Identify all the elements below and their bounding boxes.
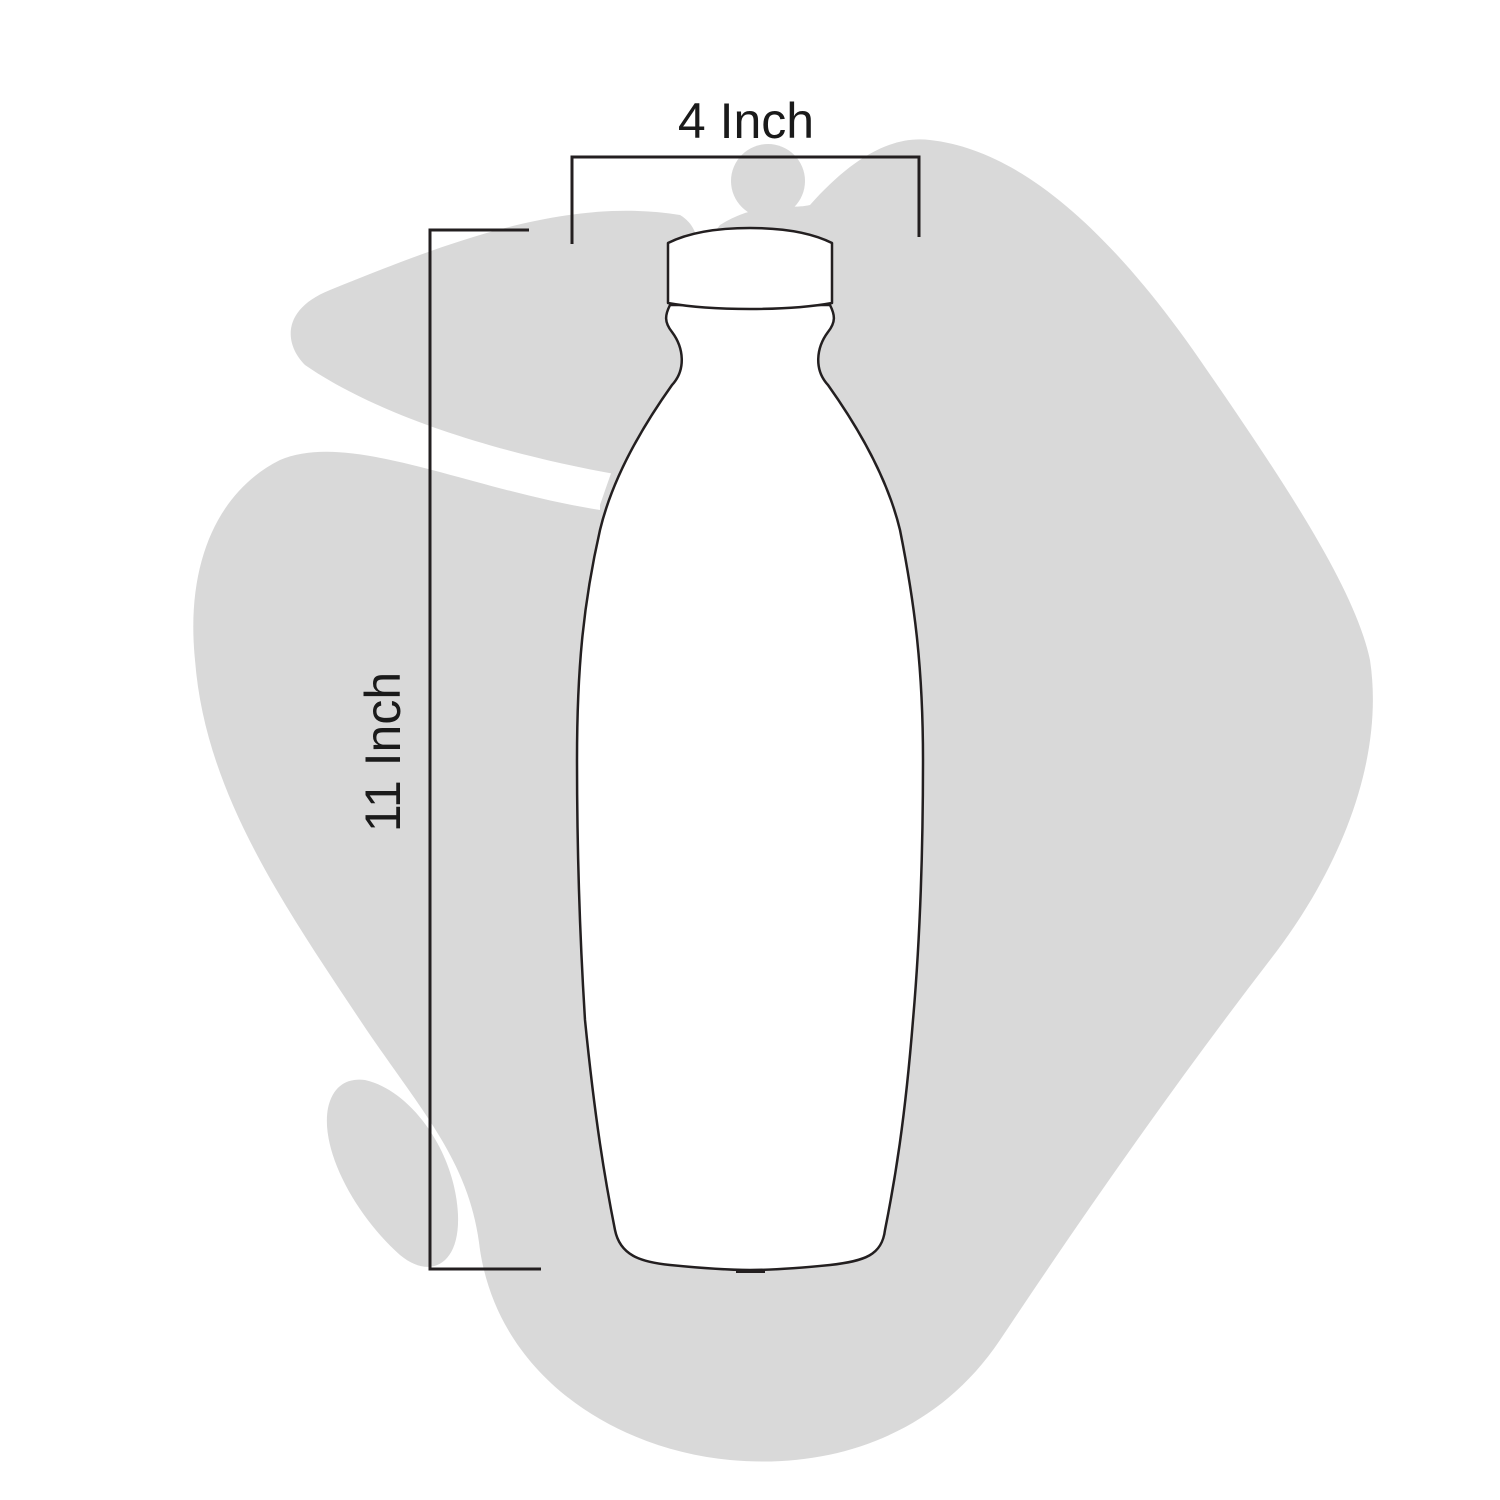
bottle-outline (575, 226, 925, 1273)
bottle-cap (666, 226, 834, 311)
width-bracket (570, 155, 921, 244)
width-dimension: 4 Inch (570, 93, 921, 244)
height-bracket (428, 228, 541, 1271)
height-label: 11 Inch (355, 672, 411, 832)
width-label: 4 Inch (678, 93, 814, 149)
lower-left-blob (326, 1079, 459, 1267)
bottle-body (575, 303, 925, 1272)
upper-background-blob (290, 210, 699, 476)
height-dimension: 11 Inch (355, 228, 541, 1271)
small-round-blob (731, 144, 805, 218)
